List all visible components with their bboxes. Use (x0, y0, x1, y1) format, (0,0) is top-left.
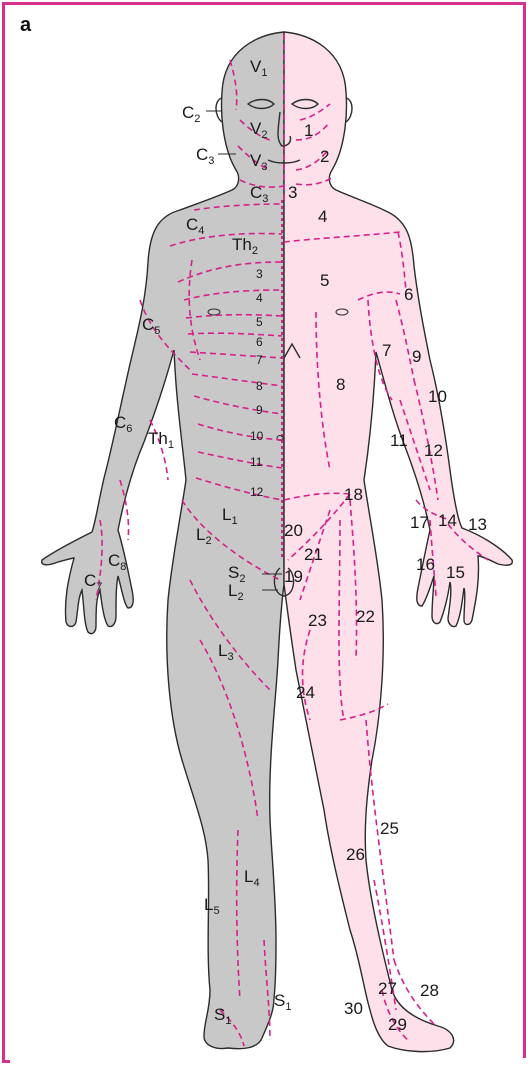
thoracic-4: 4 (256, 291, 263, 305)
right-num-19: 19 (284, 567, 303, 586)
right-num-5: 5 (320, 271, 329, 290)
right-num-13: 13 (468, 515, 487, 534)
right-num-4: 4 (318, 207, 327, 226)
thoracic-6: 6 (256, 335, 263, 349)
left-body-silhouette (42, 32, 284, 1049)
right-num-2: 2 (320, 147, 329, 166)
thoracic-9: 9 (256, 403, 263, 417)
right-num-10: 10 (428, 387, 447, 406)
thoracic-10: 10 (250, 429, 264, 443)
thoracic-3: 3 (256, 267, 263, 281)
label-s1-right: S1 (274, 991, 291, 1013)
right-body-half (284, 32, 512, 1052)
left-body-half (42, 32, 284, 1049)
right-num-17: 17 (410, 513, 429, 532)
thoracic-12: 12 (250, 485, 264, 499)
right-num-30: 30 (344, 999, 363, 1018)
right-num-7: 7 (382, 341, 391, 360)
right-num-24: 24 (296, 683, 315, 702)
right-num-14: 14 (438, 511, 457, 530)
thoracic-11: 11 (250, 455, 263, 469)
right-num-20: 20 (284, 521, 303, 540)
thoracic-5: 5 (256, 315, 263, 329)
right-num-12: 12 (424, 441, 443, 460)
right-num-28: 28 (420, 981, 439, 1000)
right-num-22: 22 (356, 607, 375, 626)
right-num-16: 16 (416, 555, 435, 574)
right-num-9: 9 (412, 347, 421, 366)
right-num-29: 29 (388, 1015, 407, 1034)
right-num-25: 25 (380, 819, 399, 838)
right-num-11: 11 (390, 431, 408, 450)
label-th1: Th1 (148, 429, 174, 451)
label-c2: C2 (182, 103, 200, 125)
label-c3-face: C3 (196, 145, 214, 167)
right-num-1: 1 (304, 121, 313, 140)
right-num-18: 18 (344, 485, 363, 504)
right-num-27: 27 (378, 979, 397, 998)
thoracic-7: 7 (256, 353, 263, 367)
right-num-23: 23 (308, 611, 327, 630)
right-num-3: 3 (288, 183, 297, 202)
right-num-21: 21 (304, 545, 323, 564)
right-num-6: 6 (404, 285, 413, 304)
right-body-silhouette (284, 32, 512, 1052)
right-num-26: 26 (346, 845, 365, 864)
right-num-15: 15 (446, 563, 465, 582)
thoracic-8: 8 (256, 379, 263, 393)
right-num-8: 8 (336, 375, 345, 394)
